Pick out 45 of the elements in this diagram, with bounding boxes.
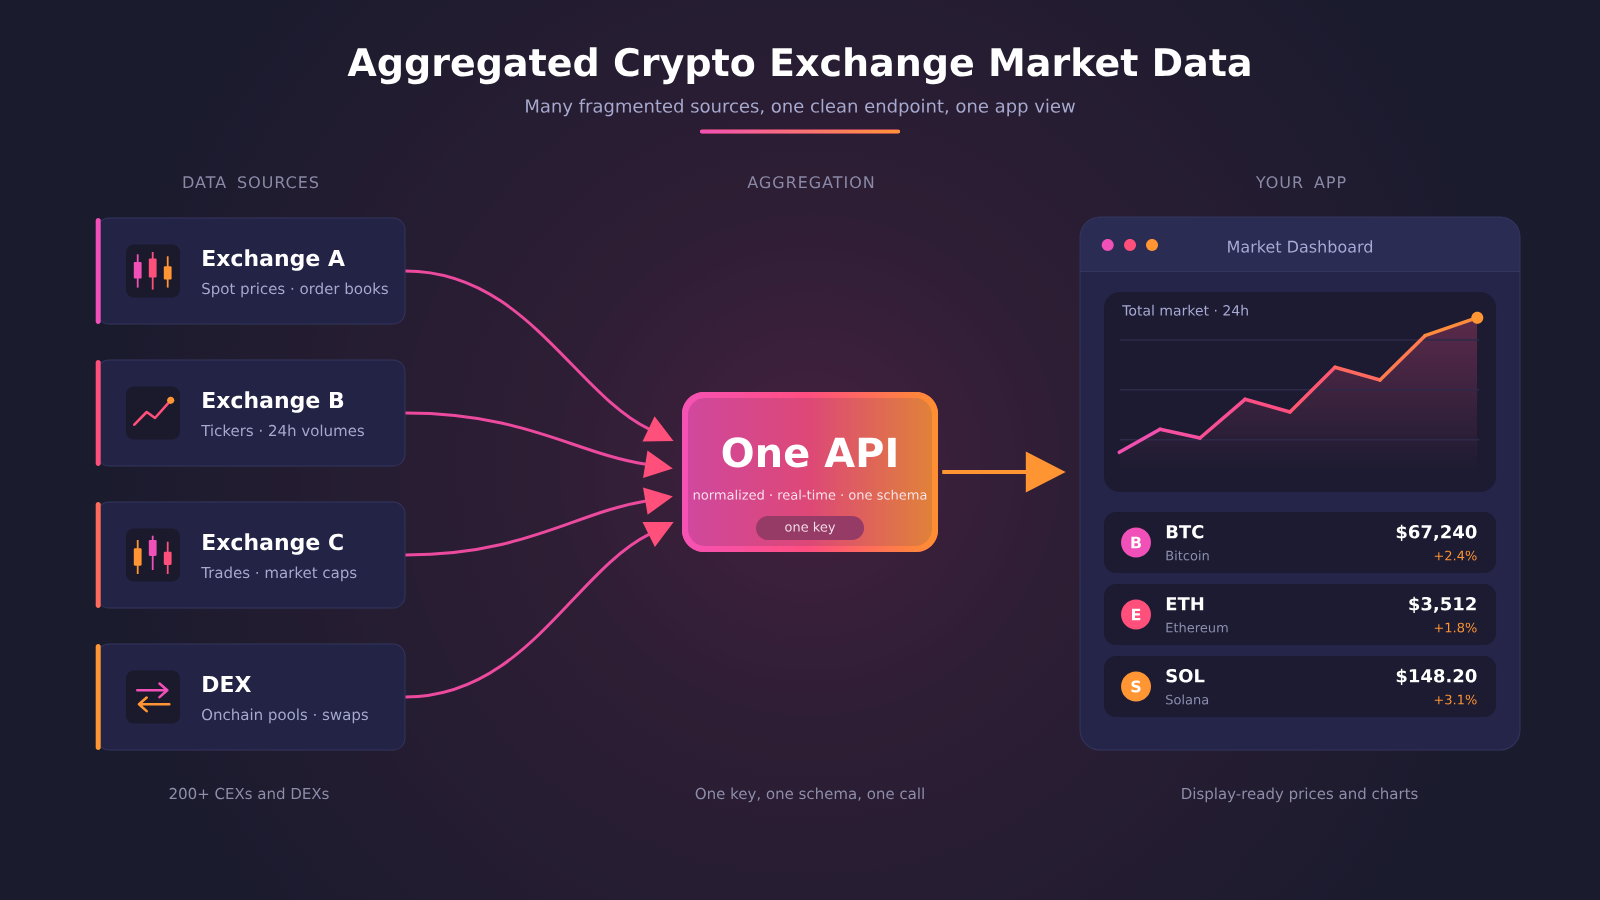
api-title: One API	[722, 437, 896, 468]
card-title: Exchange A	[203, 249, 345, 271]
card-title: Exchange B	[203, 391, 344, 413]
window-title: Market Dashboard	[1228, 240, 1373, 253]
source-card	[95, 359, 406, 467]
chart-title: Total market · 24h	[1122, 304, 1248, 316]
coin-row	[1104, 656, 1496, 717]
coin-badge: S	[1121, 671, 1151, 702]
card-title: DEX	[203, 675, 251, 692]
coin-name: Bitcoin	[1166, 550, 1209, 561]
card-title: Exchange C	[203, 533, 343, 555]
title: Aggregated Crypto Exchange Market Data	[347, 47, 1250, 85]
section-heading: YOUR APP	[1255, 176, 1346, 189]
card-subtitle: Spot prices · order books	[202, 282, 388, 298]
ticker: SOL	[1166, 668, 1205, 683]
coin-badge: E	[1121, 599, 1151, 630]
card-subtitle: Trades · market caps	[201, 566, 357, 582]
card-subtitle: Onchain pools · swaps	[202, 708, 368, 724]
coin-name: Solana	[1166, 694, 1209, 705]
coin-row	[1104, 584, 1496, 645]
key-pill: one key	[756, 516, 864, 540]
column-caption: One key, one schema, one call	[695, 787, 924, 803]
coin-row	[1104, 512, 1496, 573]
subtitle: Many fragmented sources, one clean endpoint, one app view	[526, 98, 1075, 117]
section-heading: AGGREGATION	[747, 176, 874, 189]
chart-panel	[1104, 292, 1496, 492]
api-box	[682, 392, 938, 552]
price: $67,240	[1396, 524, 1477, 541]
price-change: +2.4%	[1434, 550, 1477, 561]
price: $3,512	[1409, 596, 1476, 613]
api-subtitle: normalized · real-time · one schema	[693, 489, 927, 500]
price-change: +1.8%	[1434, 622, 1477, 633]
price-change: +3.1%	[1434, 694, 1477, 705]
ticker: BTC	[1166, 524, 1204, 539]
section-heading: DATA SOURCES	[183, 176, 319, 189]
coin-name: Ethereum	[1166, 622, 1228, 633]
coin-badge: B	[1121, 527, 1151, 558]
card-subtitle: Tickers · 24h volumes	[201, 424, 364, 437]
ticker: ETH	[1166, 597, 1204, 611]
price: $148.20	[1396, 668, 1477, 685]
column-caption: Display-ready prices and charts	[1182, 787, 1418, 803]
source-card	[95, 501, 406, 609]
source-card	[95, 217, 406, 325]
column-caption: 200+ CEXs and DEXs	[169, 787, 329, 800]
source-card	[95, 643, 406, 751]
